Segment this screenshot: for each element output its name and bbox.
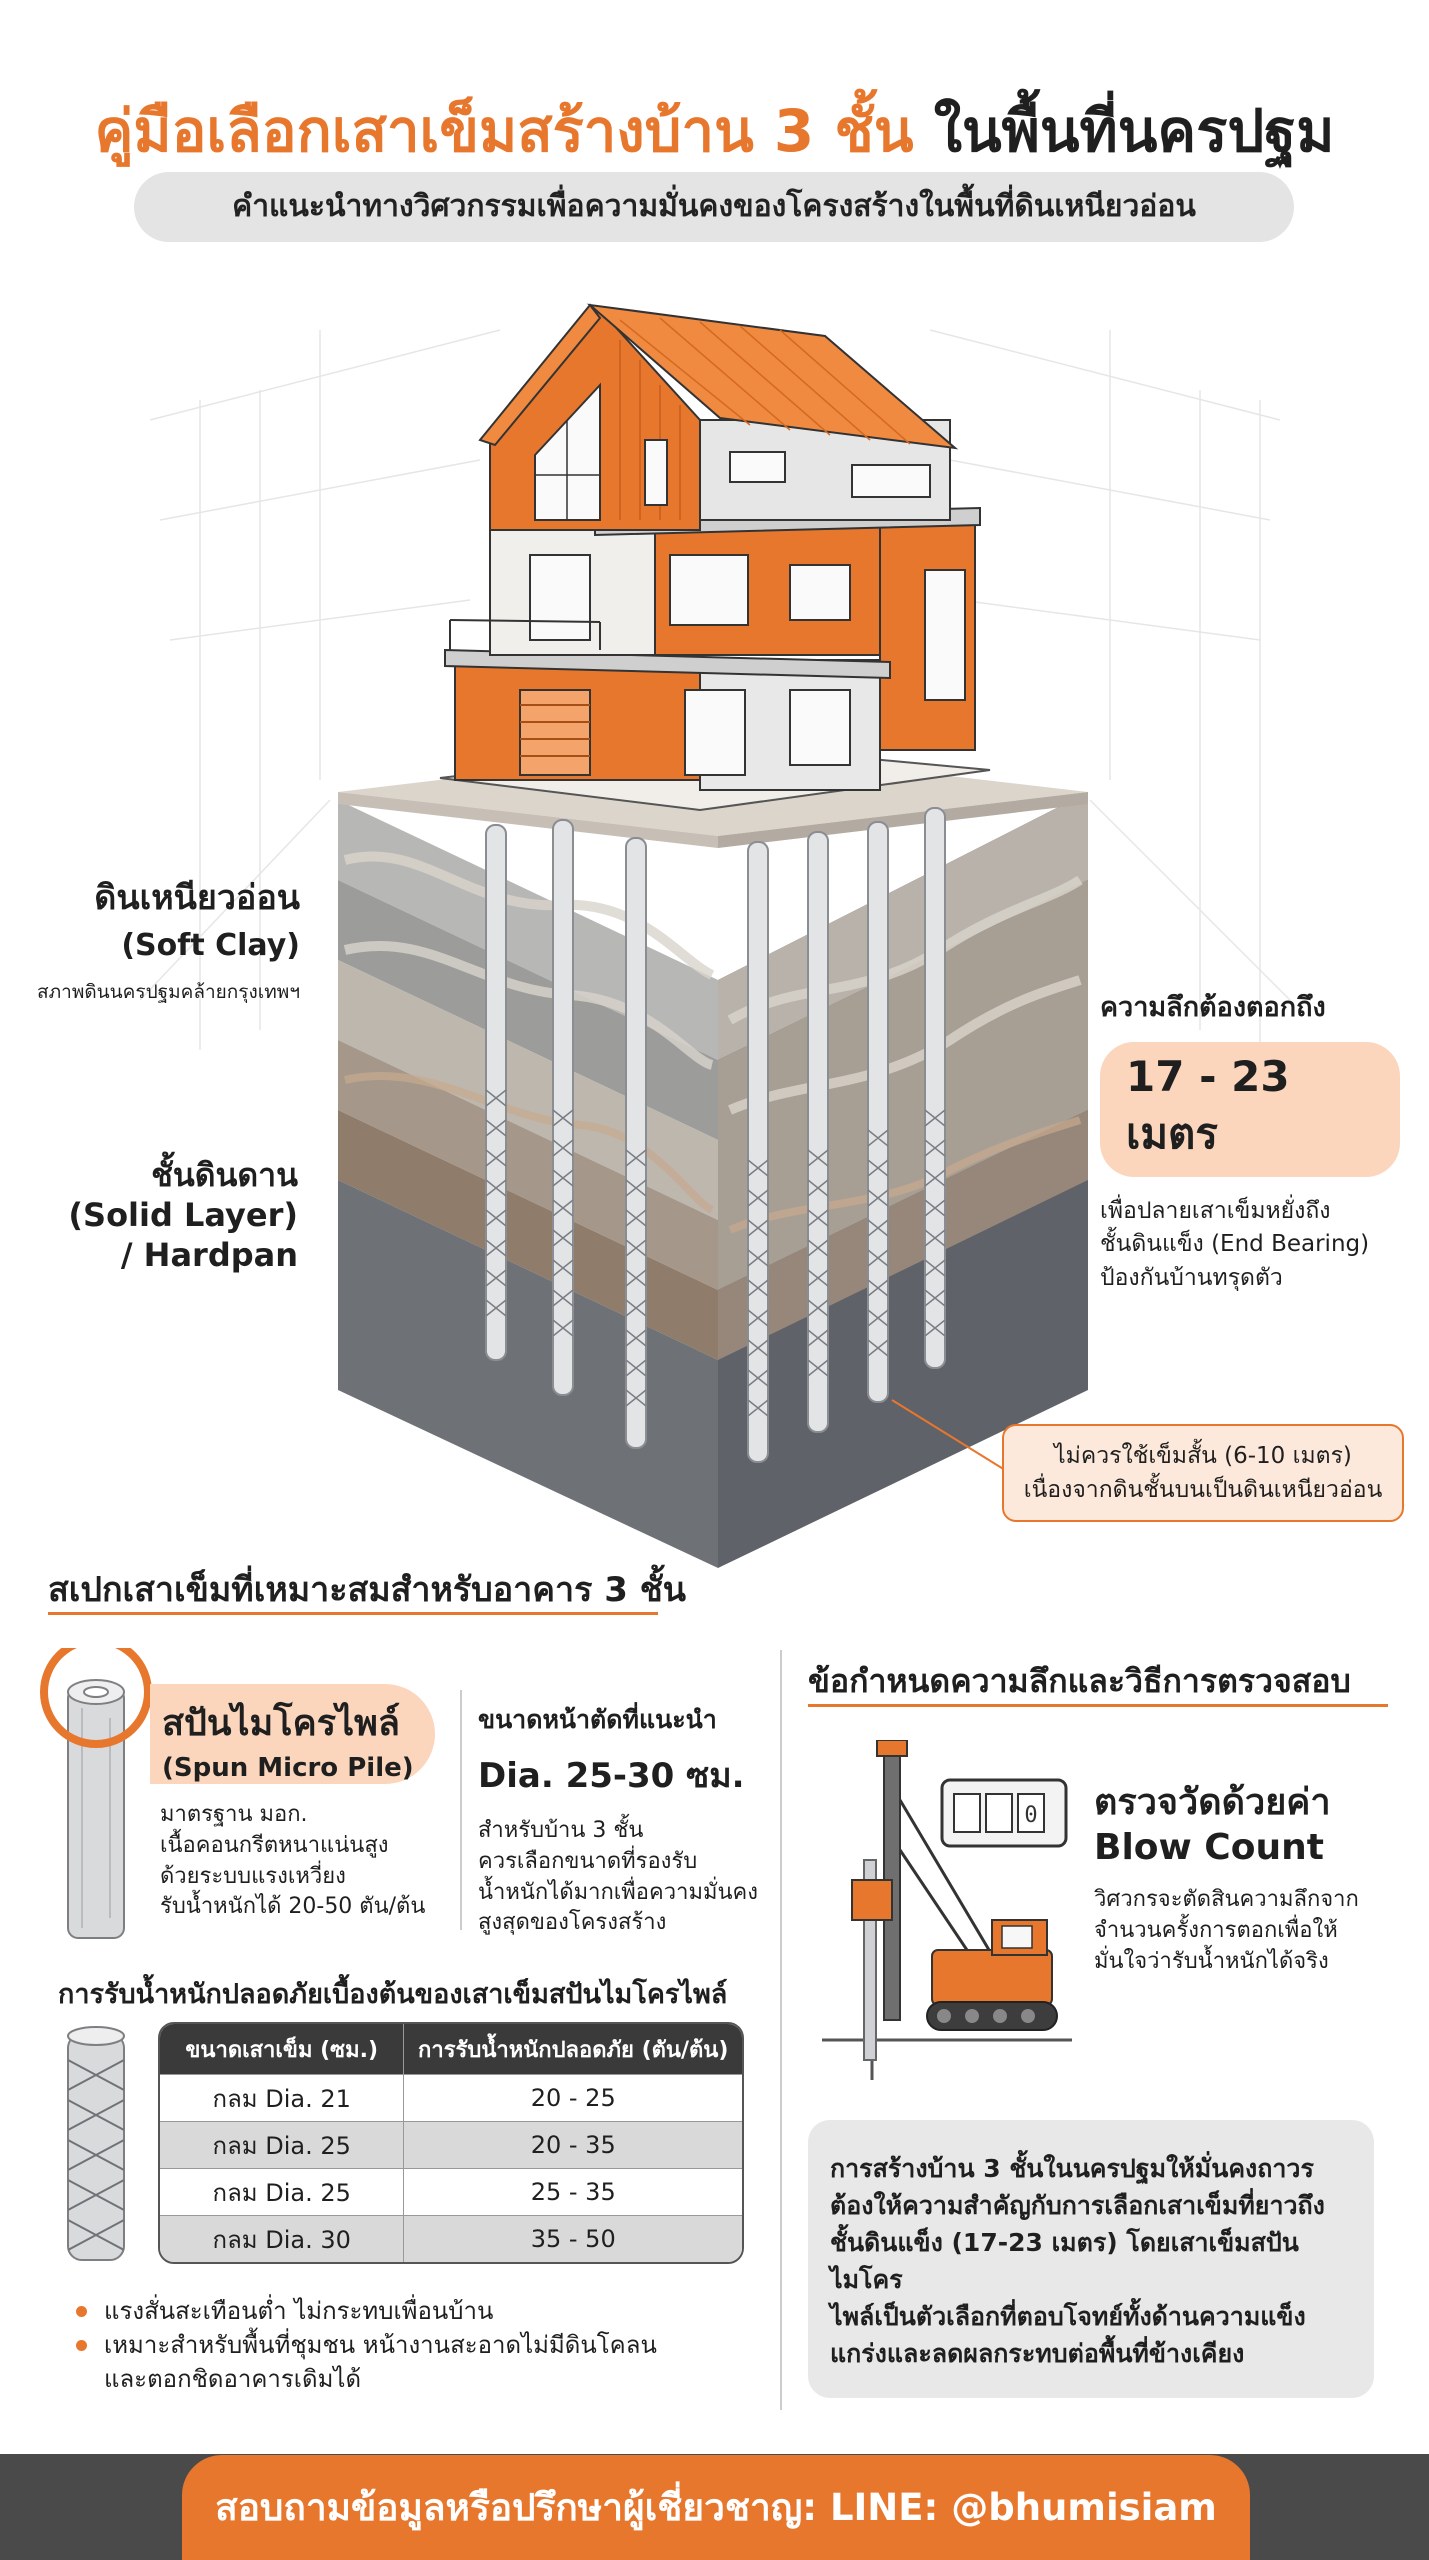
soft-clay-english: (Soft Clay) [121, 928, 300, 963]
spec-section-underline [48, 1612, 658, 1615]
hardpan-line-3: / Hardpan [120, 1236, 298, 1274]
piles [485, 807, 946, 1463]
spun-desc-line-2: เนื้อคอนกรีตหนาแน่นสูง [160, 1832, 389, 1858]
summary-line-3: ชั้นดินแข็ง (17-23 เมตร) โดยเสาเข็มสปันไ… [830, 2228, 1299, 2294]
blow-desc-line-3: มั่นใจว่ารับน้ำหนักได้จริง [1094, 1949, 1329, 1975]
hardpan-line-2: (Solid Layer) [68, 1196, 298, 1234]
blow-count-english: Blow Count [1094, 1827, 1324, 1868]
blow-count-block: ตรวจวัดด้วยค่า Blow Count วิศวกรจะตัดสิน… [1094, 1780, 1384, 1978]
cross-desc-line-2: ควรเลือกขนาดที่รองรับ [478, 1848, 698, 1874]
soil-block [338, 748, 1088, 1568]
title-dark: ในพื้นที่นครปฐม [933, 97, 1335, 165]
spec-section-title: สเปกเสาเข็มที่เหมาะสมสำหรับอาคาร 3 ชั้น [48, 1570, 687, 1610]
cross-section-description: สำหรับบ้าน 3 ชั้น ควรเลือกขนาดที่รองรับ … [478, 1816, 778, 1939]
cross-section-recommendation: ขนาดหน้าตัดที่แนะนำ Dia. 25-30 ซม. สำหรั… [478, 1700, 778, 1939]
spun-desc-line-1: มาตรฐาน มอก. [160, 1802, 308, 1827]
cross-desc-line-3: น้ำหนักได้มากเพื่อความมั่นคง [478, 1879, 758, 1905]
house [439, 303, 991, 812]
requirements-title: ข้อกำหนดความลึกและวิธีการตรวจสอบ [808, 1662, 1351, 1700]
table-row: กลม Dia. 30 35 - 50 [160, 2215, 742, 2262]
depth-desc-line-2: ชั้นดินแข็ง (End Bearing) [1100, 1231, 1370, 1258]
requirements-underline [808, 1704, 1388, 1707]
cross-section-value: Dia. 25-30 ซม. [478, 1756, 745, 1796]
short-pile-warning: ไม่ควรใช้เข็มสั้น (6-10 เมตร) เนื่องจากด… [1002, 1424, 1404, 1522]
hardpan-line-1: ชั้นดินดาน [151, 1156, 298, 1194]
page-title: คู่มือเลือกเสาเข็มสร้างบ้าน 3 ชั้น ในพื้… [0, 84, 1429, 177]
blow-counter-icon: 0 [940, 1778, 1068, 1848]
warning-line-2: เนื่องจากดินชั้นบนเป็นดินเหนียวอ่อน [1023, 1477, 1383, 1503]
table-cell-size: กลม Dia. 25 [160, 2121, 405, 2168]
summary-line-4: ไพล์เป็นตัวเลือกที่ตอบโจทย์ทั้งด้านความแ… [830, 2302, 1306, 2331]
table-row: กลม Dia. 25 25 - 35 [160, 2168, 742, 2215]
table-cell-load: 20 - 25 [404, 2074, 742, 2121]
load-table-header-row: ขนาดเสาเข็ม (ซม.) การรับน้ำหนักปลอดภัย (… [160, 2024, 742, 2074]
cross-desc-line-4: สูงสุดของโครงสร้าง [478, 1910, 667, 1936]
depth-callout: ความลึกต้องตอกถึง 17 - 23 เมตร เพื่อปลาย… [1100, 985, 1400, 1295]
spun-desc-line-3: ด้วยระบบแรงเหวี่ยง [160, 1863, 346, 1889]
house-pile-illustration [139, 303, 1291, 1568]
spun-pile-english: (Spun Micro Pile) [162, 1753, 414, 1783]
blow-count-thai: ตรวจวัดด้วยค่า [1094, 1782, 1331, 1823]
load-table-title: การรับน้ำหนักปลอดภัยเบื้องต้นของเสาเข็มส… [58, 1979, 728, 2010]
blow-desc-line-1: วิศวกรจะตัดสินความลึกจาก [1094, 1887, 1359, 1912]
cross-section-title: ขนาดหน้าตัดที่แนะนำ [478, 1705, 717, 1734]
column-divider [780, 1650, 782, 2410]
warning-line-1: ไม่ควรใช้เข็มสั้น (6-10 เมตร) [1054, 1442, 1352, 1469]
spun-pile-name: สปันไมโครไพล์ (Spun Micro Pile) [162, 1694, 414, 1783]
warning-leader-line [891, 1399, 1006, 1471]
blow-counter-digit: 0 [1024, 1803, 1037, 1828]
spun-pile-thai: สปันไมโครไพล์ [162, 1703, 400, 1744]
soft-clay-thai: ดินเหนียวอ่อน [94, 878, 300, 918]
load-table-header-load: การรับน้ำหนักปลอดภัย (ตัน/ต้น) [404, 2024, 742, 2074]
summary-box: การสร้างบ้าน 3 ชั้นในนครปฐมให้มั่นคงถาวร… [808, 2120, 1374, 2398]
blow-count-description: วิศวกรจะตัดสินความลึกจาก จำนวนครั้งการตอ… [1094, 1884, 1384, 1978]
spun-pile-description: มาตรฐาน มอก. เนื้อคอนกรีตหนาแน่นสูง ด้วย… [160, 1800, 460, 1923]
table-row: กลม Dia. 25 20 - 35 [160, 2121, 742, 2168]
benefit-list: แรงสั่นสะเทือนต่ำ ไม่กระทบเพื่อนบ้าน เหม… [76, 2294, 657, 2396]
table-cell-load: 25 - 35 [404, 2168, 742, 2215]
depth-desc-line-1: เพื่อปลายเสาเข็มหยั่งถึง [1100, 1198, 1331, 1224]
load-table-header-size: ขนาดเสาเข็ม (ซม.) [160, 2024, 405, 2074]
depth-desc-line-3: ป้องกันบ้านทรุดตัว [1100, 1264, 1283, 1291]
background-grid [139, 329, 1291, 1050]
spec-divider [460, 1690, 462, 1930]
spun-pile-icon [40, 1648, 152, 1939]
list-item: เหมาะสำหรับพื้นที่ชุมชน หน้างานสะอาดไม่ม… [76, 2328, 657, 2362]
pile-driver-illustration [822, 1740, 1072, 2080]
table-cell-size: กลม Dia. 25 [160, 2168, 405, 2215]
depth-lead: ความลึกต้องตอกถึง [1100, 992, 1326, 1023]
blow-count-heading: ตรวจวัดด้วยค่า Blow Count [1094, 1780, 1384, 1870]
table-cell-load: 20 - 35 [404, 2121, 742, 2168]
table-cell-size: กลม Dia. 21 [160, 2074, 405, 2121]
list-item-continued: และตอกชิดอาคารเดิมได้ [104, 2365, 362, 2394]
load-table: ขนาดเสาเข็ม (ซม.) การรับน้ำหนักปลอดภัย (… [158, 2022, 744, 2264]
table-cell-load: 35 - 50 [404, 2215, 742, 2262]
soft-clay-label: ดินเหนียวอ่อน (Soft Clay) สภาพดินนครปฐมค… [20, 870, 300, 1007]
spun-desc-line-4: รับน้ำหนักได้ 20-50 ตัน/ต้น [160, 1894, 426, 1920]
page-subtitle: คำแนะนำทางวิศวกรรมเพื่อความมั่นคงของโครง… [134, 172, 1294, 242]
soft-clay-note: สภาพดินนครปฐมคล้ายกรุงเทพฯ [37, 981, 300, 1003]
hardpan-label: ชั้นดินดาน (Solid Layer) / Hardpan [20, 1155, 298, 1275]
blow-desc-line-2: จำนวนครั้งการตอกเพื่อให้ [1094, 1918, 1338, 1944]
depth-range-badge: 17 - 23 เมตร [1100, 1042, 1400, 1177]
table-cell-size: กลม Dia. 30 [160, 2215, 405, 2262]
cross-desc-line-1: สำหรับบ้าน 3 ชั้น [478, 1818, 644, 1843]
title-orange: คู่มือเลือกเสาเข็มสร้างบ้าน 3 ชั้น [94, 97, 914, 165]
summary-line-1: การสร้างบ้าน 3 ชั้นในนครปฐมให้มั่นคงถาวร [830, 2154, 1314, 2183]
contact-line-link[interactable]: สอบถามข้อมูลหรือปรึกษาผู้เชี่ยวชาญ: LINE… [182, 2455, 1250, 2560]
micro-pile-icon [67, 2026, 125, 2261]
summary-text: การสร้างบ้าน 3 ชั้นในนครปฐมให้มั่นคงถาวร… [808, 2120, 1374, 2402]
list-item: แรงสั่นสะเทือนต่ำ ไม่กระทบเพื่อนบ้าน [76, 2294, 657, 2328]
depth-description: เพื่อปลายเสาเข็มหยั่งถึง ชั้นดินแข็ง (En… [1100, 1195, 1400, 1295]
spun-pile-badge [150, 1684, 435, 1784]
summary-line-2: ต้องให้ความสำคัญกับการเลือกเสาเข็มที่ยาว… [830, 2191, 1325, 2220]
table-row: กลม Dia. 21 20 - 25 [160, 2074, 742, 2121]
summary-line-5: แกร่งและลดผลกระทบต่อพื้นที่ข้างเคียง [830, 2339, 1245, 2368]
